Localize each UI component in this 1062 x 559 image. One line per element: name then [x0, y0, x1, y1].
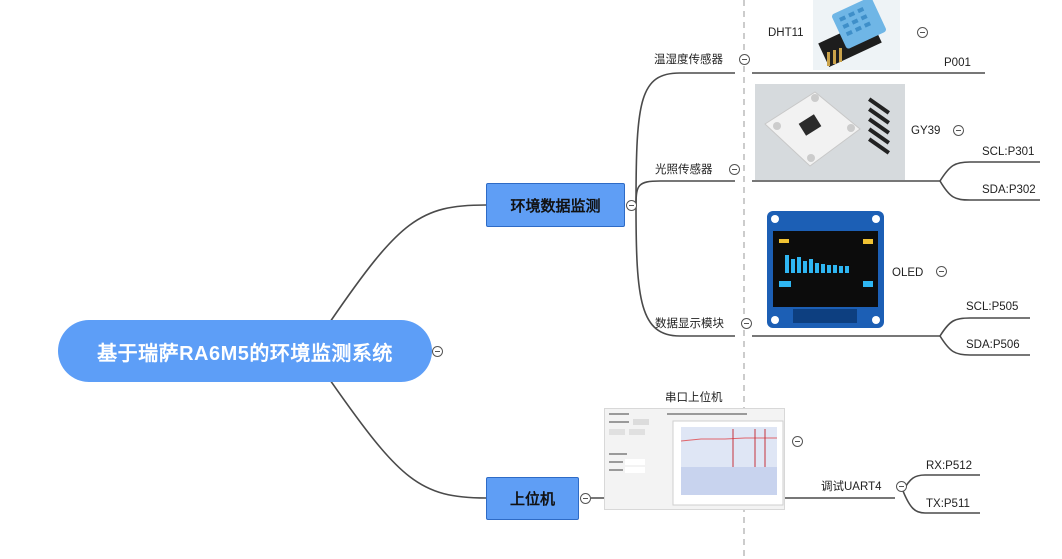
collapse-toggle-gy39[interactable] — [953, 125, 964, 136]
node-pin-scl-p505[interactable]: SCL:P505 — [966, 301, 1019, 313]
collapse-toggle-display[interactable] — [741, 318, 752, 329]
node-pin-p001[interactable]: P001 — [944, 57, 971, 69]
connector-uart-tx — [902, 490, 980, 514]
connector-oled-scl — [939, 317, 1030, 337]
node-pin-rx-p512[interactable]: RX:P512 — [926, 460, 973, 472]
collapse-toggle-env[interactable] — [626, 200, 637, 211]
collapse-toggle-pc[interactable] — [580, 493, 591, 504]
collapse-toggle-dht11[interactable] — [917, 27, 928, 38]
node-pin-scl-p301[interactable]: SCL:P301 — [982, 146, 1035, 158]
connector-gy39-scl — [939, 161, 1040, 182]
node-uart4[interactable]: 调试UART4 — [821, 481, 882, 493]
root-node[interactable]: 基于瑞萨RA6M5的环境监测系统 — [58, 320, 432, 382]
node-temp-humidity-sensor[interactable]: 温湿度传感器 — [654, 54, 723, 66]
connector-root-env — [329, 204, 487, 323]
node-pin-tx-p511[interactable]: TX:P511 — [926, 498, 970, 510]
collapse-toggle-temp[interactable] — [739, 54, 750, 65]
node-pin-sda-p506[interactable]: SDA:P506 — [966, 339, 1020, 351]
node-pin-sda-p302[interactable]: SDA:P302 — [982, 184, 1036, 196]
branch-pc[interactable]: 上位机 — [486, 477, 579, 520]
branch-env-monitoring[interactable]: 环境数据监测 — [486, 183, 625, 227]
node-dht11[interactable]: DHT11 — [768, 27, 804, 39]
collapse-toggle-oled[interactable] — [936, 266, 947, 277]
node-oled[interactable]: OLED — [892, 267, 924, 279]
collapse-toggle-serial[interactable] — [792, 436, 803, 447]
oled-display-image — [765, 209, 886, 330]
connector-root-pc — [329, 379, 487, 499]
collapse-toggle-light[interactable] — [729, 164, 740, 175]
connector-env-light — [635, 180, 735, 206]
connector-env-temp — [635, 72, 735, 206]
node-display-module[interactable]: 数据显示模块 — [655, 318, 724, 330]
gy39-sensor-image — [755, 84, 905, 180]
connector-env-display — [635, 204, 735, 337]
connector-uart-rx — [902, 474, 980, 492]
connector-oled-sda — [939, 335, 1030, 356]
node-serial-host[interactable]: 串口上位机 — [665, 392, 723, 404]
collapse-toggle-root[interactable] — [432, 346, 443, 357]
node-light-sensor[interactable]: 光照传感器 — [655, 164, 713, 176]
collapse-toggle-uart[interactable] — [896, 481, 907, 492]
serial-host-screenshot — [604, 408, 785, 510]
connector-gy39-sda — [939, 180, 1040, 201]
dht11-sensor-image — [813, 0, 900, 70]
node-gy39[interactable]: GY39 — [911, 125, 941, 137]
